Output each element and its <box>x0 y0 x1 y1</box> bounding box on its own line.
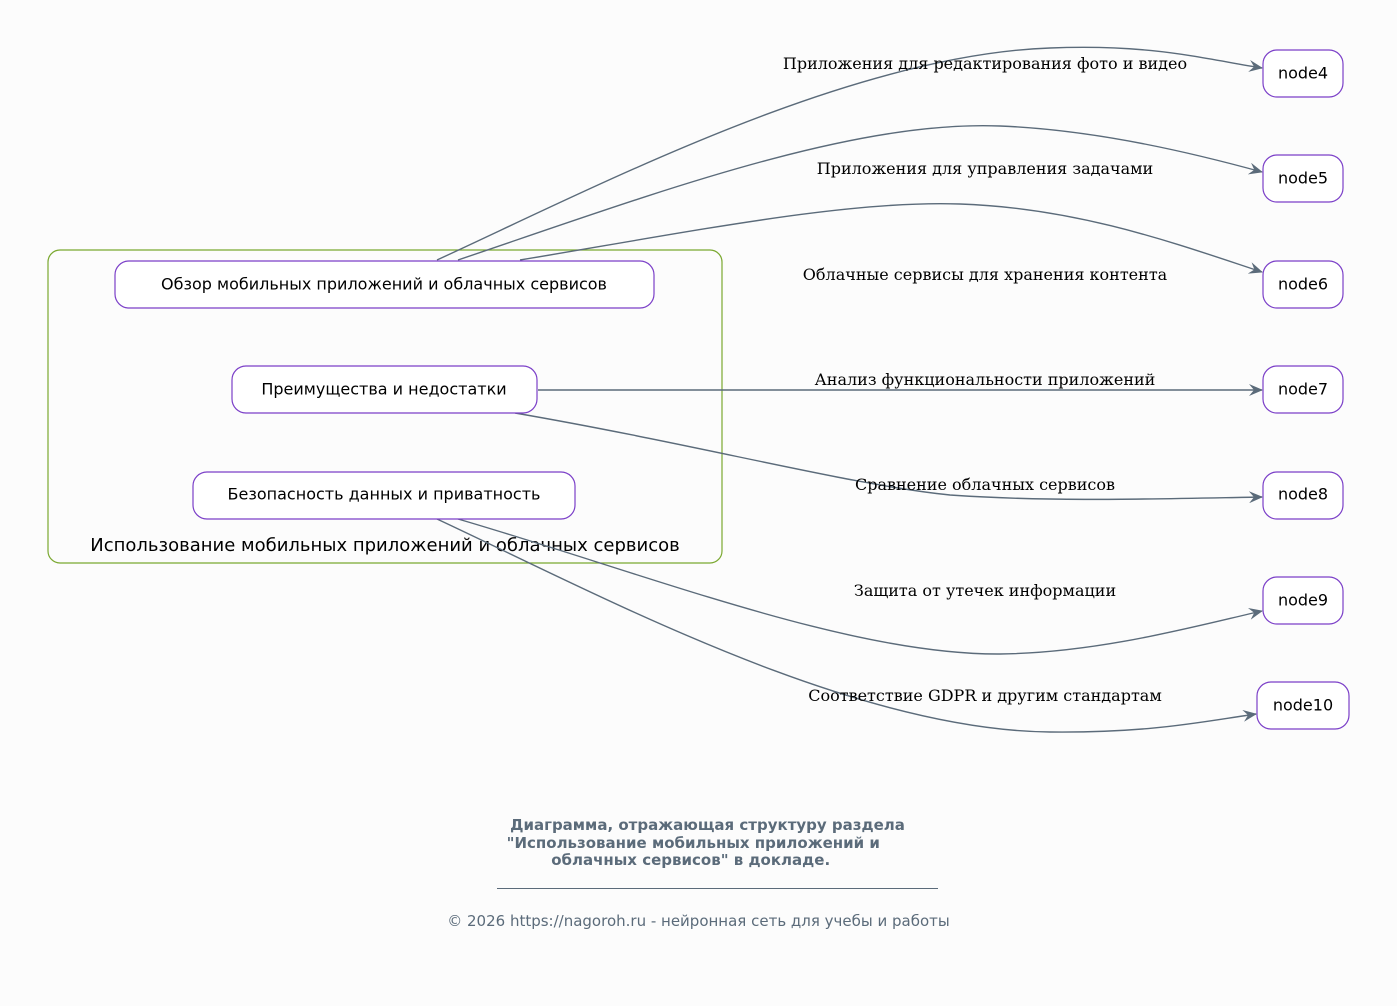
node-overview[interactable]: Обзор мобильных приложений и облачных се… <box>114 260 655 309</box>
node-pros-cons[interactable]: Преимущества и недостатки <box>231 365 538 414</box>
edge-label: Защита от утечек информации <box>854 581 1116 600</box>
node-label: node10 <box>1273 696 1333 715</box>
edge-overview-node6 <box>519 202 1263 274</box>
cluster-usage: Использование мобильных приложений и обл… <box>47 249 723 564</box>
node-label: node6 <box>1278 275 1328 294</box>
node10[interactable]: node10 <box>1256 681 1350 730</box>
edge-security-node10 <box>436 518 1257 733</box>
node-security[interactable]: Безопасность данных и приватность <box>192 471 576 520</box>
edge-proscons-node8 <box>514 412 1263 504</box>
node-label: node8 <box>1278 485 1328 504</box>
node-label: node9 <box>1278 591 1328 610</box>
node4[interactable]: node4 <box>1262 49 1344 98</box>
node-label: node4 <box>1278 64 1328 83</box>
edge-overview-node5 <box>457 124 1263 261</box>
footer-copyright: © 2026 https://nagoroh.ru - нейронная се… <box>447 912 950 930</box>
node-label: Преимущества и недостатки <box>261 380 506 399</box>
edge-labels: Приложения для редактирования фото и вид… <box>783 54 1187 705</box>
node-label: Безопасность данных и приватность <box>228 485 541 504</box>
edge-label: Сравнение облачных сервисов <box>855 475 1115 494</box>
edges <box>436 46 1263 733</box>
edge-label: Приложения для редактирования фото и вид… <box>783 54 1187 73</box>
cluster-label: Использование мобильных приложений и обл… <box>90 535 679 556</box>
edge-label: Анализ функциональности приложений <box>815 370 1156 389</box>
node5[interactable]: node5 <box>1262 154 1344 203</box>
edge-overview-node4 <box>436 46 1263 261</box>
caption-line: "Использование мобильных приложений и <box>506 833 891 852</box>
node6[interactable]: node6 <box>1262 260 1344 309</box>
caption-line: облачных сервисов" в докладе. <box>551 851 846 869</box>
caption-divider <box>497 888 938 889</box>
diagram-caption: Диаграмма, отражающая структуру раздела … <box>0 816 1397 870</box>
node8[interactable]: node8 <box>1262 471 1344 520</box>
node-label: Обзор мобильных приложений и облачных се… <box>161 275 607 294</box>
node-label: node5 <box>1278 169 1328 188</box>
node7[interactable]: node7 <box>1262 365 1344 414</box>
edge-label: Приложения для управления задачами <box>817 159 1153 178</box>
edge-security-node9 <box>457 518 1263 655</box>
node9[interactable]: node9 <box>1262 576 1344 625</box>
edge-label: Облачные сервисы для хранения контента <box>803 265 1168 284</box>
edge-label: Соответствие GDPR и другим стандартам <box>808 686 1162 705</box>
caption-line: Диаграмма, отражающая структуру раздела <box>510 816 905 834</box>
node-label: node7 <box>1278 380 1328 399</box>
